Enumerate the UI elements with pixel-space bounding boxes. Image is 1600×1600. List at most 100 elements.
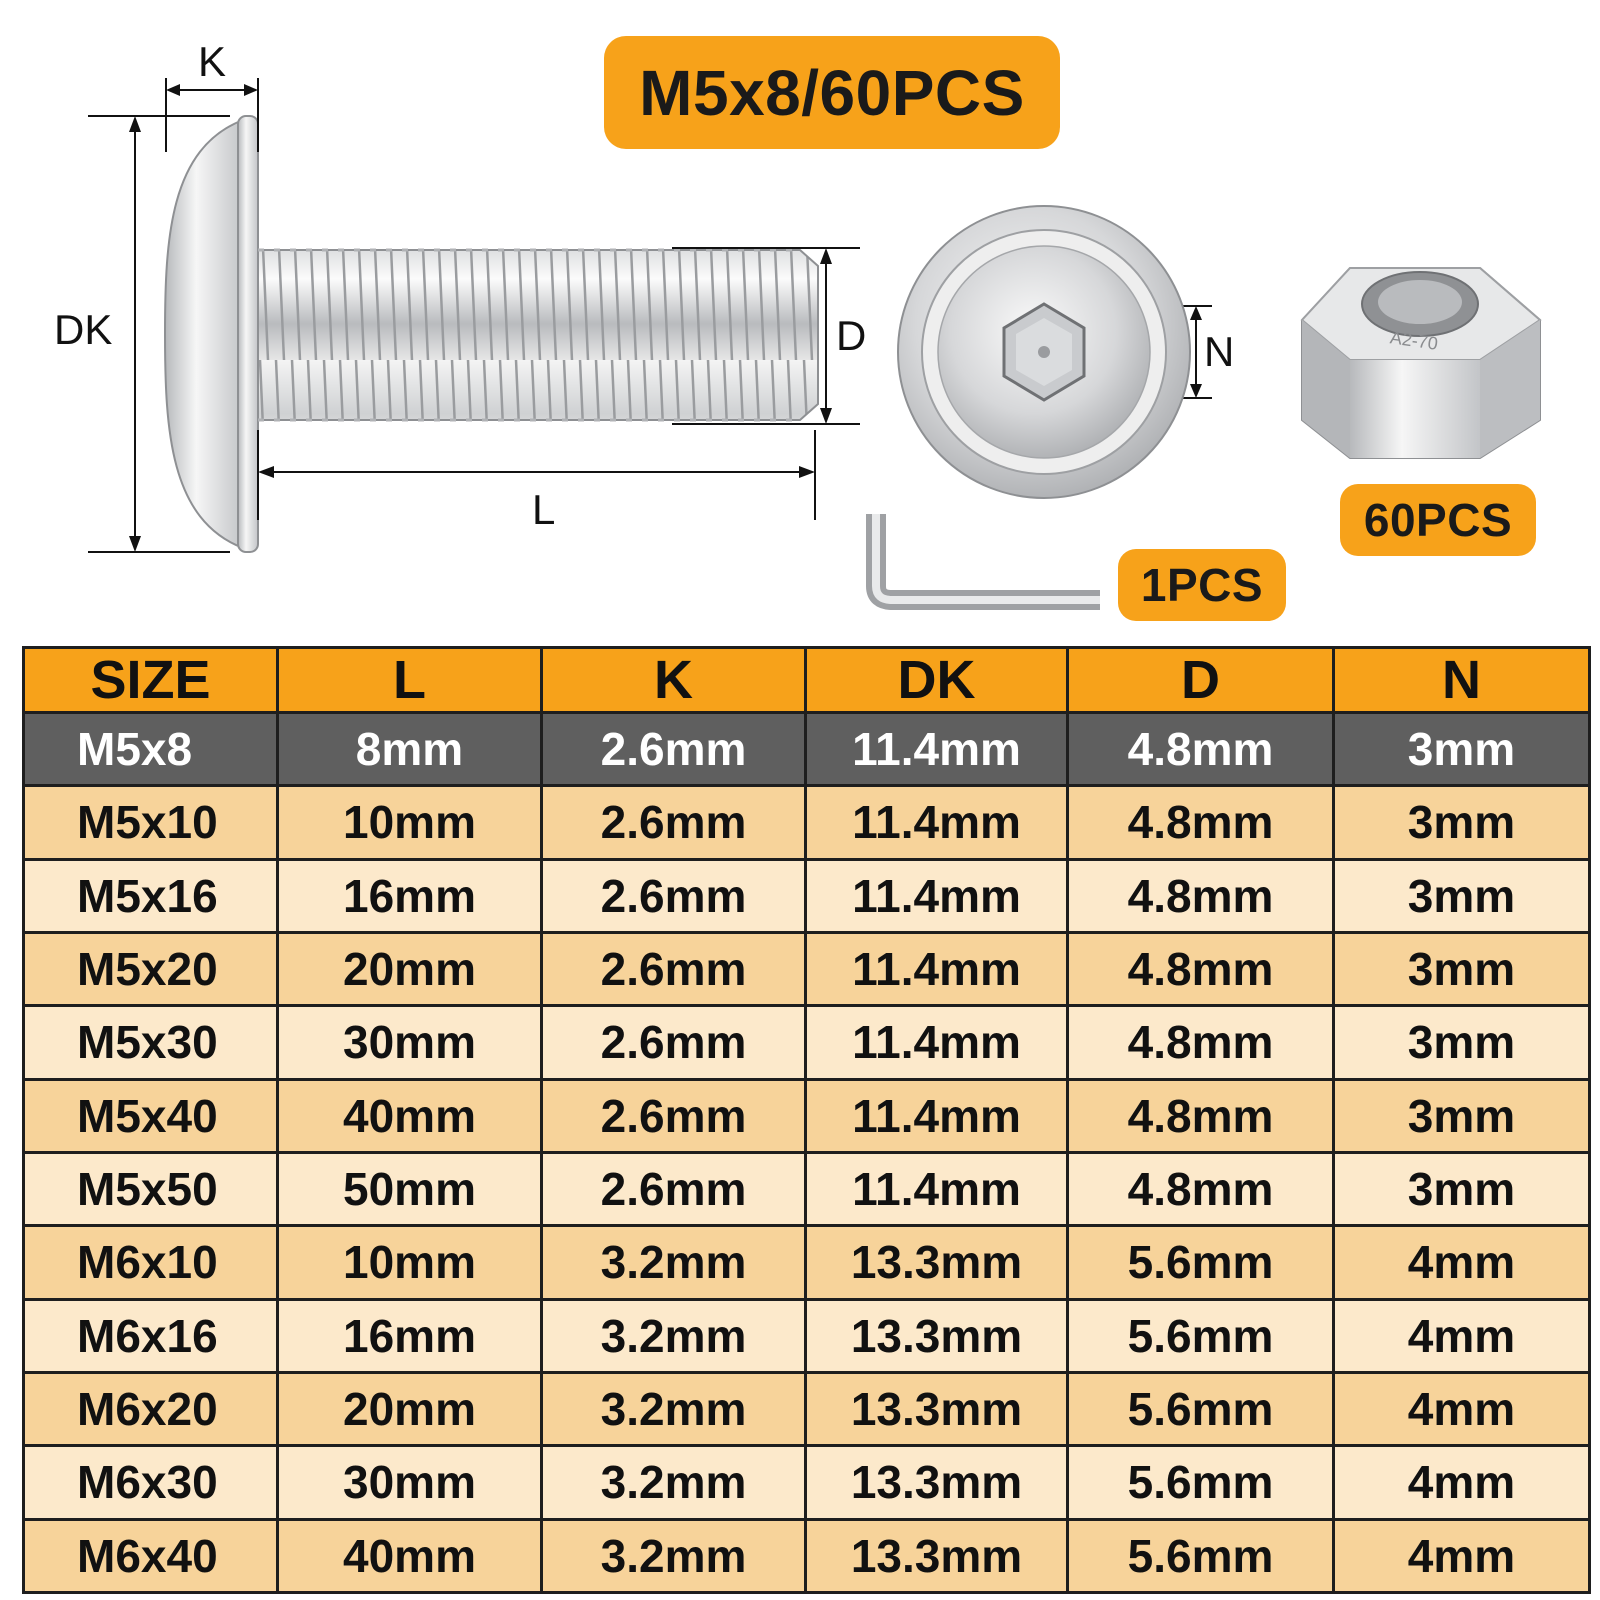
cell-d: 4.8mm bbox=[1066, 710, 1335, 788]
cell-size: M5x40 bbox=[22, 1077, 279, 1154]
dimension-arrows bbox=[129, 84, 1202, 552]
cell-n: 4mm bbox=[1332, 1297, 1591, 1374]
cell-l: 10mm bbox=[276, 1224, 543, 1301]
cell-l: 40mm bbox=[276, 1077, 543, 1154]
cell-d: 4.8mm bbox=[1066, 857, 1335, 934]
column-header-n: N bbox=[1332, 646, 1591, 714]
cell-d: 4.8mm bbox=[1066, 1004, 1335, 1081]
cell-k: 2.6mm bbox=[540, 857, 807, 934]
cell-dk: 13.3mm bbox=[804, 1297, 1069, 1374]
bolt-head bbox=[163, 115, 259, 553]
cell-dk: 11.4mm bbox=[804, 857, 1069, 934]
cell-n: 3mm bbox=[1332, 1004, 1591, 1081]
cell-d: 5.6mm bbox=[1066, 1224, 1335, 1301]
cell-l: 10mm bbox=[276, 784, 543, 861]
cell-size: M6x30 bbox=[22, 1444, 279, 1521]
cell-size: M5x50 bbox=[22, 1150, 279, 1228]
cell-l: 20mm bbox=[276, 1370, 543, 1448]
cell-l: 20mm bbox=[276, 930, 543, 1008]
cell-d: 5.6mm bbox=[1066, 1444, 1335, 1521]
cell-k: 2.6mm bbox=[540, 1150, 807, 1228]
cell-size: M6x10 bbox=[22, 1224, 279, 1301]
cell-n: 4mm bbox=[1332, 1370, 1591, 1448]
cell-size: M6x40 bbox=[22, 1517, 279, 1595]
cell-dk: 11.4mm bbox=[804, 1004, 1069, 1081]
cell-dk: 11.4mm bbox=[804, 1150, 1069, 1228]
label-l: L bbox=[532, 486, 556, 533]
cell-d: 4.8mm bbox=[1066, 784, 1335, 861]
column-header-l: L bbox=[276, 646, 543, 714]
cell-l: 40mm bbox=[276, 1517, 543, 1595]
cell-d: 5.6mm bbox=[1066, 1370, 1335, 1448]
hex-wrench bbox=[866, 514, 1100, 610]
cell-size: M5x20 bbox=[22, 930, 279, 1008]
cell-size: M5x10 bbox=[22, 784, 279, 861]
cell-d: 5.6mm bbox=[1066, 1297, 1335, 1374]
cell-k: 3.2mm bbox=[540, 1224, 807, 1301]
cell-k: 2.6mm bbox=[540, 930, 807, 1008]
cell-dk: 13.3mm bbox=[804, 1444, 1069, 1521]
cell-dk: 13.3mm bbox=[804, 1224, 1069, 1301]
cell-n: 3mm bbox=[1332, 784, 1591, 861]
cell-k: 3.2mm bbox=[540, 1517, 807, 1595]
cell-k: 2.6mm bbox=[540, 1077, 807, 1154]
label-n: N bbox=[1204, 328, 1235, 375]
cell-n: 3mm bbox=[1332, 930, 1591, 1008]
cell-dk: 13.3mm bbox=[804, 1370, 1069, 1448]
cell-dk: 11.4mm bbox=[804, 710, 1069, 788]
cell-n: 4mm bbox=[1332, 1517, 1591, 1595]
cell-l: 16mm bbox=[276, 1297, 543, 1374]
label-d: D bbox=[836, 312, 867, 359]
column-header-dk: DK bbox=[804, 646, 1069, 714]
cell-l: 50mm bbox=[276, 1150, 543, 1228]
package-title-badge: M5x8/60PCS bbox=[604, 36, 1060, 149]
cell-n: 3mm bbox=[1332, 710, 1591, 788]
cell-l: 30mm bbox=[276, 1444, 543, 1521]
cell-k: 2.6mm bbox=[540, 710, 807, 788]
cell-k: 3.2mm bbox=[540, 1444, 807, 1521]
cell-k: 2.6mm bbox=[540, 1004, 807, 1081]
cell-d: 5.6mm bbox=[1066, 1517, 1335, 1595]
label-k: K bbox=[198, 38, 227, 85]
cell-k: 3.2mm bbox=[540, 1370, 807, 1448]
label-dk: DK bbox=[54, 306, 113, 353]
bolt-shank bbox=[257, 248, 819, 422]
cell-size: M6x20 bbox=[22, 1370, 279, 1448]
column-header-k: K bbox=[540, 646, 807, 714]
cell-d: 4.8mm bbox=[1066, 930, 1335, 1008]
cell-l: 16mm bbox=[276, 857, 543, 934]
cell-n: 4mm bbox=[1332, 1224, 1591, 1301]
cell-dk: 11.4mm bbox=[804, 1077, 1069, 1154]
cell-dk: 13.3mm bbox=[804, 1517, 1069, 1595]
bolt-head-top-view bbox=[897, 205, 1191, 499]
cell-n: 3mm bbox=[1332, 1077, 1591, 1154]
column-header-d: D bbox=[1066, 646, 1335, 714]
cell-dk: 11.4mm bbox=[804, 930, 1069, 1008]
cell-size: M6x16 bbox=[22, 1297, 279, 1374]
cell-d: 4.8mm bbox=[1066, 1077, 1335, 1154]
cell-n: 3mm bbox=[1332, 1150, 1591, 1228]
cell-k: 3.2mm bbox=[540, 1297, 807, 1374]
cell-dk: 11.4mm bbox=[804, 784, 1069, 861]
cell-l: 8mm bbox=[276, 710, 543, 788]
cell-n: 4mm bbox=[1332, 1444, 1591, 1521]
cell-k: 2.6mm bbox=[540, 784, 807, 861]
column-header-size: SIZE bbox=[22, 646, 279, 714]
product-illustration: A2-70 M5x8/60PCS 1PCS 60PCS K DK D L N bbox=[0, 0, 1600, 640]
cell-n: 3mm bbox=[1332, 857, 1591, 934]
hex-nut: A2-70 bbox=[1300, 267, 1542, 459]
cell-size: M5x8 bbox=[22, 710, 279, 788]
